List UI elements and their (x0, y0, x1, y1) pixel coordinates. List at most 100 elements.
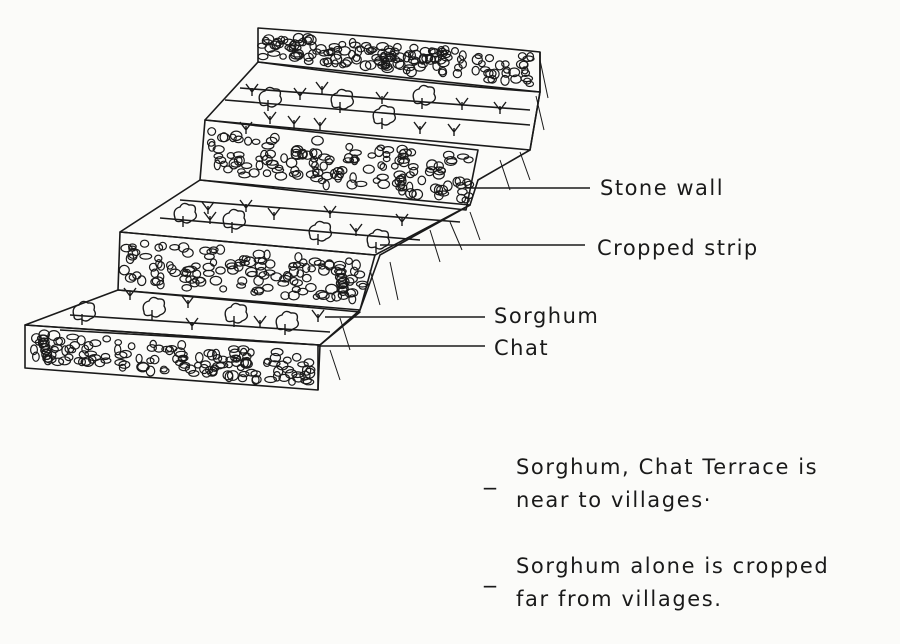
stone-shape (289, 39, 300, 51)
stone-shape (300, 377, 312, 385)
stone-shape (280, 153, 289, 164)
stone-shape (242, 352, 252, 361)
chat-shrub (258, 86, 283, 111)
stone-shape (291, 371, 304, 379)
stone-shape (441, 45, 450, 55)
stone-shape (243, 256, 257, 268)
stone-shape (80, 358, 92, 367)
stone-shape (158, 241, 168, 251)
stone-shape (226, 262, 238, 270)
stone-shape (322, 179, 330, 191)
stone-shape (411, 188, 424, 200)
stone-shape (150, 277, 161, 286)
note-1-line-1: Sorghum, Chat Terrace is (516, 455, 819, 479)
chat-shrub (72, 300, 97, 325)
stone-shape (212, 361, 226, 370)
stone-shape (277, 280, 290, 287)
sorghum-plant (455, 97, 469, 110)
chat-shrub (142, 296, 167, 321)
stone-shape (379, 162, 388, 171)
stone-shape (136, 275, 147, 287)
stone-shape (127, 243, 137, 251)
stone-shape (215, 244, 226, 255)
stone-shape (444, 156, 458, 167)
stone-shape (202, 262, 215, 272)
stone-shape (326, 48, 334, 56)
stone-shape (270, 272, 283, 282)
stone-shape (237, 374, 248, 383)
stone-shape (208, 246, 219, 254)
stone-shape (494, 60, 505, 71)
sorghum-plant (395, 213, 409, 226)
stone-shape (442, 180, 453, 192)
stone-shape (288, 262, 298, 271)
stone-shape (392, 58, 405, 69)
sorghum-plant (447, 123, 461, 136)
stone-shape (166, 264, 177, 275)
stone-shape (159, 365, 168, 373)
stone-shape (318, 265, 330, 276)
stone-shape (297, 361, 309, 368)
stone-shape (64, 353, 74, 362)
stone-shape (267, 50, 281, 57)
stone-shape (458, 50, 467, 61)
stone-shape (364, 60, 377, 70)
stone-shape (189, 278, 200, 288)
stone-shape (354, 180, 368, 188)
stone-shape (149, 339, 157, 348)
stone-shape (471, 65, 480, 76)
stone-shape (346, 179, 358, 190)
stone-shape (342, 157, 355, 164)
stone-shape (442, 150, 455, 160)
note-1-line-2: near to villages· (516, 488, 713, 512)
stone-shape (154, 254, 163, 263)
stone-shape (236, 282, 247, 289)
stone-shape (161, 345, 173, 353)
stone-shape (177, 356, 188, 363)
stone-shape (345, 257, 354, 266)
sorghum-plant (263, 111, 277, 124)
stone-shape (407, 162, 419, 171)
stone-shape (255, 266, 268, 278)
stone-shape (159, 367, 170, 375)
stone-shape (195, 352, 204, 364)
stone-shape (515, 59, 529, 70)
stone-shape (372, 177, 381, 184)
stone-shape (471, 54, 483, 66)
stone-shape (433, 161, 444, 171)
stone-shape (297, 287, 309, 296)
chat-shrub (224, 302, 249, 327)
stone-shape (368, 46, 378, 53)
stone-shape (463, 156, 474, 164)
stone-shape (136, 361, 150, 373)
stone-shape (428, 48, 442, 58)
stone-shape (332, 167, 343, 176)
stone-shape (263, 269, 276, 276)
chat-label: Chat (494, 336, 550, 360)
stone-shape (382, 150, 391, 159)
stone-shape (308, 49, 317, 60)
stone-shape (236, 168, 246, 175)
stone-shape (165, 261, 174, 270)
stone-shape (308, 257, 322, 266)
stone-shape (151, 276, 165, 286)
stone-shape (252, 249, 266, 259)
stone-shape (337, 282, 349, 294)
stone-shape (157, 261, 166, 271)
stone-shape (487, 74, 497, 84)
stone-shape (501, 60, 510, 68)
stone-shape (255, 160, 264, 171)
stone-shape (333, 50, 342, 60)
stone-shape (402, 66, 411, 75)
stone-shape (508, 67, 521, 78)
stone-shape (436, 184, 449, 195)
stone-shape (408, 189, 417, 198)
chat-shrub (412, 84, 437, 109)
stone-shape (251, 375, 262, 385)
stone-shape (520, 69, 531, 77)
stone-shape (405, 66, 417, 78)
stone-shape (500, 74, 510, 86)
stone-shape (233, 135, 244, 144)
stone-shape (362, 164, 375, 174)
stone-shape (339, 61, 347, 69)
